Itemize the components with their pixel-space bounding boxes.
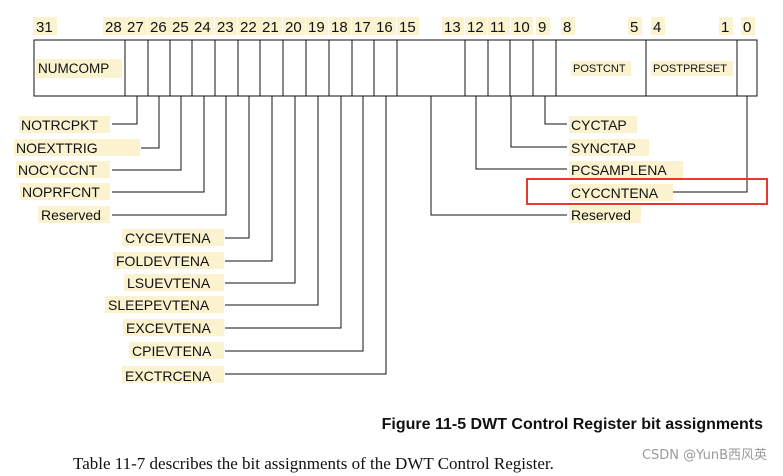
bit-number: 20 (285, 19, 302, 36)
field-label: CPIEVTENA (132, 343, 212, 359)
bit-number: 15 (399, 19, 416, 36)
bit-number: 22 (240, 19, 257, 36)
postcnt-cell-label: POSTCNT (573, 63, 626, 75)
bit-number: 12 (467, 19, 484, 36)
bit-number: 9 (538, 19, 546, 36)
field-label: Reserved (41, 207, 101, 223)
bit-number: 23 (217, 19, 234, 36)
bit-number-row: 31 28 27 26 25 24 23 22 21 20 19 18 17 1… (33, 17, 755, 36)
field-label: FOLDEVTENA (116, 253, 210, 269)
bit-number: 28 (105, 19, 122, 36)
field-label: NOPRFCNT (22, 184, 100, 200)
cyccntena-highlight-box (526, 178, 768, 205)
field-label: CYCTAP (571, 117, 627, 133)
figure-caption: Figure 11-5 DWT Control Register bit ass… (381, 416, 763, 433)
bit-number: 19 (308, 19, 325, 36)
bit-number: 1 (721, 19, 729, 36)
left-field-labels: NOTRCPKT NOEXTTRIG NOCYCCNT NOPRFCNT Res… (14, 116, 224, 384)
bit-number: 21 (262, 19, 279, 36)
bit-number: 18 (331, 19, 348, 36)
footnote-text: Table 11-7 describes the bit assignments… (73, 454, 554, 473)
bit-number: 25 (172, 19, 189, 36)
watermark: CSDN @YunB西风英 (641, 448, 767, 463)
right-leader-lines (430, 96, 748, 216)
bit-number: 4 (653, 19, 661, 36)
bit-number: 26 (150, 19, 167, 36)
bit-number: 17 (354, 19, 371, 36)
register-box (33, 39, 758, 97)
bit-number: 31 (36, 19, 53, 36)
field-label: EXCTRCENA (125, 368, 212, 384)
field-label: CYCCNTENA (571, 185, 659, 201)
bit-number: 16 (376, 19, 393, 36)
postpreset-cell-label: POSTPRESET (653, 63, 727, 75)
field-label: NOEXTTRIG (16, 140, 98, 156)
right-field-labels: CYCTAP SYNCTAP PCSAMPLENA CYCCNTENA Rese… (569, 116, 683, 223)
bit-number: 24 (194, 19, 211, 36)
bit-number: 5 (630, 19, 638, 36)
field-label: NOCYCCNT (18, 162, 98, 178)
field-label: SLEEPEVTENA (108, 297, 210, 313)
bit-number: 11 (490, 19, 506, 36)
numcomp-cell-label: NUMCOMP (38, 61, 109, 76)
field-label: CYCEVTENA (125, 230, 211, 246)
bit-number: 0 (743, 19, 751, 36)
bit-number: 8 (563, 19, 571, 36)
field-label: SYNCTAP (571, 140, 636, 156)
field-label: LSUEVTENA (127, 275, 211, 291)
field-label: EXCEVTENA (126, 320, 211, 336)
bit-number: 10 (513, 19, 530, 36)
field-label: NOTRCPKT (21, 117, 98, 133)
field-label: Reserved (571, 207, 631, 223)
field-label: PCSAMPLENA (571, 162, 667, 178)
left-leader-lines (112, 96, 387, 375)
bit-number: 13 (444, 19, 461, 36)
bit-number: 27 (127, 19, 144, 36)
